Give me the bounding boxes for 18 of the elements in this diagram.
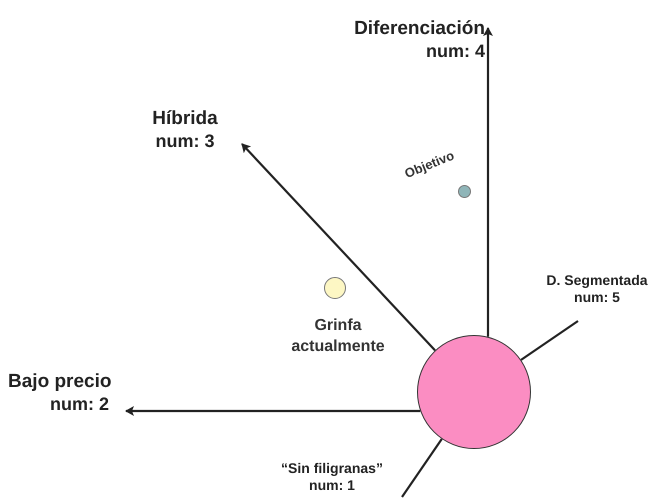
arrow [125, 406, 420, 416]
strategy-name: “Sin filigranas” [280, 460, 384, 477]
strategy-number: num: 3 [154, 130, 216, 152]
strategy-number: num: 1 [308, 476, 356, 494]
strategy-number: num: 2 [49, 394, 110, 416]
strategy-name: Híbrida [151, 108, 219, 131]
strategy-name: D. Segmentada [545, 272, 649, 289]
strategy-number: num: 5 [573, 288, 621, 306]
strategy-name: Diferenciación [353, 18, 485, 41]
connector-line [401, 438, 443, 498]
target-dot [458, 185, 471, 198]
current-position-label: Grinfa actualmente [290, 316, 386, 357]
arrow [241, 143, 436, 352]
current-position-dot [324, 277, 346, 299]
strategy-name: Bajo precio [8, 371, 112, 394]
connector-line [520, 320, 579, 361]
strategy-number: num: 4 [424, 40, 485, 62]
arrow [483, 27, 493, 337]
